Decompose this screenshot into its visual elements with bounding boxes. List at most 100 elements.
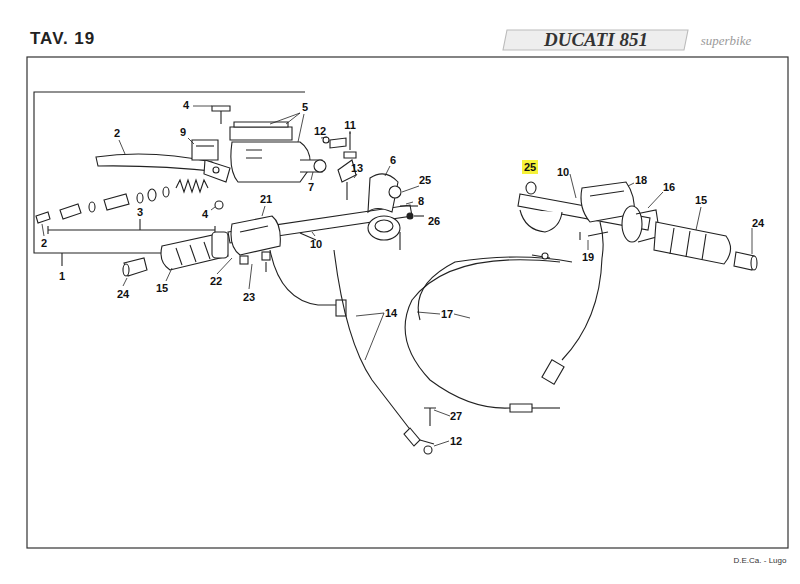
grip-15-right-shape	[670, 228, 706, 260]
callout-number: 4	[183, 99, 189, 111]
clamp-6-shape	[389, 186, 401, 198]
leader-lines-shape	[123, 278, 127, 286]
switch-fittings-shape	[346, 182, 347, 200]
callout-number: 18	[635, 174, 647, 186]
leader-lines-shape	[648, 192, 663, 208]
throttle-18-shape	[542, 360, 564, 384]
frame	[27, 30, 788, 548]
cable-14	[334, 250, 436, 454]
clamp-6-shape	[368, 216, 400, 240]
callout-number: 25	[419, 174, 431, 186]
switch-21-shape	[265, 262, 266, 272]
leader-lines-shape	[752, 228, 753, 254]
callout-number: 19	[582, 251, 594, 263]
callout-number: 22	[210, 275, 222, 287]
callout-number: 2	[114, 127, 120, 139]
switch-21	[231, 216, 346, 316]
leader-lines-shape	[321, 137, 327, 138]
leader-lines-shape	[628, 183, 634, 186]
grip-15-right-shape	[654, 222, 731, 264]
callout-number: 12	[450, 435, 462, 447]
throttle-18-shape	[590, 191, 624, 196]
cable-17	[405, 253, 572, 412]
callout-number: 26	[428, 215, 440, 227]
callout-number: 16	[663, 181, 675, 193]
callout-number: 24	[117, 288, 129, 300]
cable-14-shape	[334, 250, 412, 432]
leader-lines-shape	[402, 186, 419, 192]
pivot-parts-shape	[163, 187, 169, 197]
callout-number: 6	[390, 154, 396, 166]
cable-17-shape	[542, 253, 548, 259]
clamp-6-shape	[399, 232, 400, 250]
leader-lines-shape	[406, 202, 413, 204]
frame-shape	[503, 30, 688, 50]
callout-number: 4	[202, 208, 208, 220]
clamp-6	[368, 174, 424, 250]
leader-lines-shape	[356, 313, 384, 360]
callout-number: 23	[243, 291, 255, 303]
callout-number: 3	[137, 206, 143, 218]
leader-lines-shape	[311, 172, 313, 180]
grip-15-left-shape	[176, 242, 210, 265]
switch-fittings-shape	[344, 152, 356, 158]
pivot-parts-shape	[104, 194, 129, 210]
leader-lines-shape	[262, 206, 265, 216]
leader-lines-shape	[211, 207, 215, 210]
master-cylinder-shape	[231, 142, 310, 182]
pivot-parts	[36, 180, 208, 223]
brand-name: DUCATI 851	[544, 30, 648, 51]
grip-15-left-shape	[123, 264, 129, 276]
throttle-18-shape	[588, 232, 608, 236]
bolt-4-shape	[215, 201, 223, 209]
callout-number: 27	[450, 410, 462, 422]
leader-lines-shape	[350, 131, 351, 134]
grip-15-left-shape	[212, 232, 228, 258]
grip-15-left-shape	[124, 258, 147, 276]
handlebar-right-shape	[526, 182, 536, 194]
throttle-18-shape	[579, 232, 580, 240]
bolt-4-shape	[212, 106, 230, 111]
bolt-4	[212, 106, 230, 209]
switch-21-shape	[336, 300, 346, 316]
switch-21-shape	[231, 216, 280, 255]
handlebar-right-shape	[520, 210, 562, 232]
leader-lines-shape	[570, 174, 576, 198]
group-bracket-shape	[48, 226, 215, 234]
cable-14-shape	[420, 440, 434, 444]
pivot-parts-shape	[148, 189, 156, 201]
pivot-parts-shape	[176, 180, 208, 192]
switch-fittings-shape	[349, 132, 350, 150]
leader-lines-shape	[312, 232, 315, 236]
grip-15-left	[123, 232, 228, 276]
leader-lines	[42, 106, 752, 446]
cable-17-shape	[418, 257, 572, 320]
switch-fittings-shape	[330, 138, 346, 148]
callout-number: 9	[180, 126, 186, 138]
master-cylinder-shape	[234, 122, 288, 127]
brake-lever-shape	[213, 167, 219, 173]
throttle-18-shape	[562, 258, 602, 360]
pivot-parts-shape	[36, 212, 50, 223]
callout-number: 15	[695, 194, 707, 206]
grip-15-right	[654, 222, 757, 270]
switch-21-shape	[240, 226, 268, 232]
leader-lines-shape	[42, 224, 44, 236]
throttle-drum-16	[622, 206, 660, 242]
group-bracket-shape	[139, 219, 140, 230]
pivot-parts-shape	[137, 193, 143, 203]
callout-number: 25	[522, 160, 538, 174]
leader-lines-shape	[188, 138, 194, 144]
leader-lines-shape	[434, 441, 449, 446]
group-bracket-shape	[61, 253, 62, 266]
callout-number: 2	[41, 237, 47, 249]
clamp-6-shape	[400, 205, 418, 206]
callout-number: 7	[308, 181, 314, 193]
callout-number: 13	[351, 162, 363, 174]
clamp-6-shape	[375, 220, 393, 232]
callout-number: 15	[156, 282, 168, 294]
master-cylinder-shape	[314, 160, 326, 172]
bolt-4-shape	[220, 111, 221, 124]
pivot-parts-shape	[60, 204, 81, 219]
